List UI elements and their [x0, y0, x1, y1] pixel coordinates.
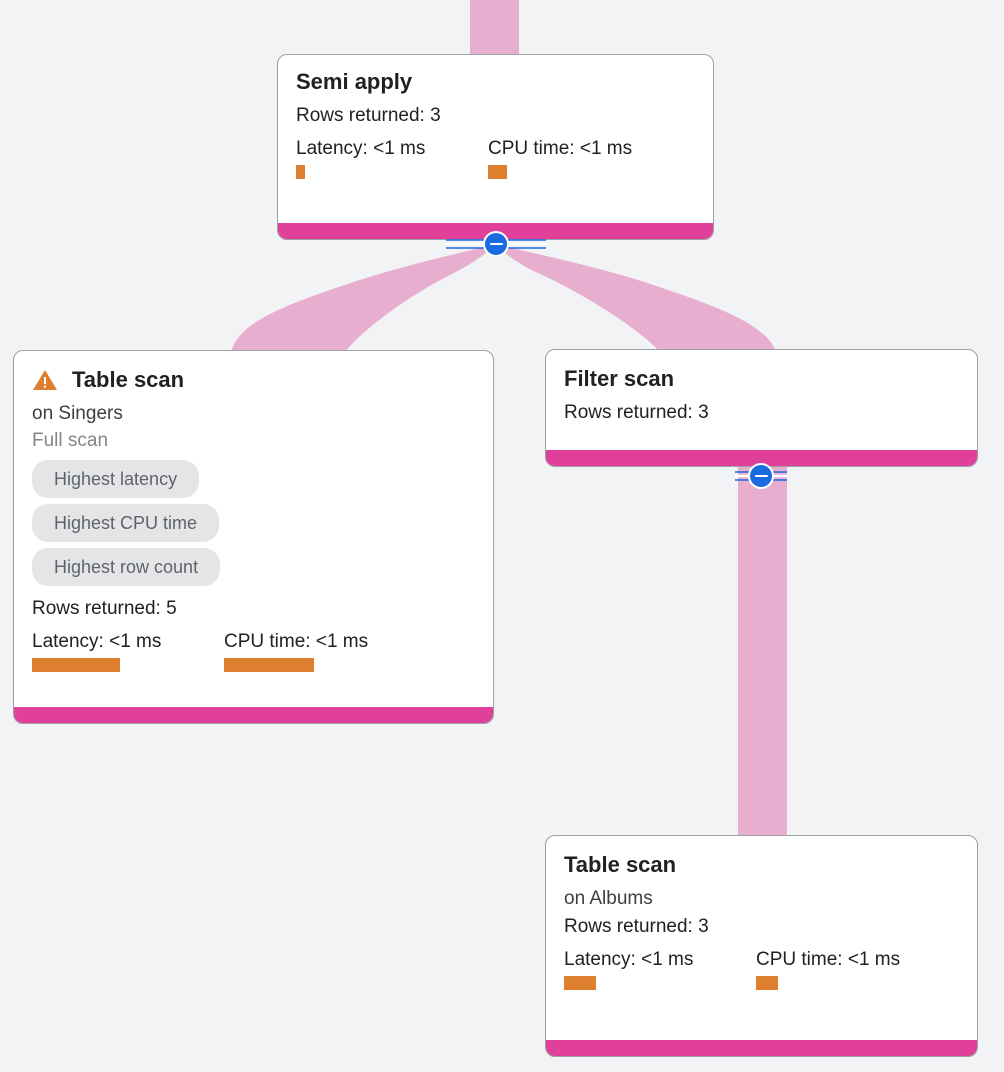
latency-bar: [32, 658, 120, 672]
cpu-label: CPU time: <1 ms: [224, 631, 369, 652]
plan-node-filter-scan[interactable]: Filter scan Rows returned: 3: [545, 349, 978, 467]
node-body: Table scan on Singers Full scan Highest …: [14, 351, 493, 707]
minus-circle-icon[interactable]: [483, 231, 509, 257]
node-body: Filter scan Rows returned: 3: [546, 350, 977, 450]
rows-returned: Rows returned: 3: [296, 105, 441, 126]
node-body: Table scan on Albums Rows returned: 3 La…: [546, 836, 977, 1040]
chip-highest-cpu-time: Highest CPU time: [32, 504, 220, 542]
node-body: Semi apply Rows returned: 3 Latency: <1 …: [278, 55, 713, 223]
plan-node-table-scan-singers[interactable]: Table scan on Singers Full scan Highest …: [13, 350, 494, 724]
node-footer-bar: [546, 450, 977, 466]
scan-type: Full scan: [32, 430, 109, 451]
cpu-label: CPU time: <1 ms: [488, 138, 633, 159]
node-title: Table scan: [72, 367, 185, 392]
rows-returned: Rows returned: 5: [32, 598, 177, 619]
latency-metric: Latency: <1 ms: [564, 948, 756, 990]
rows-returned: Rows returned: 3: [564, 916, 709, 937]
cpu-metric: CPU time: <1 ms: [224, 630, 368, 672]
plan-node-table-scan-albums[interactable]: Table scan on Albums Rows returned: 3 La…: [545, 835, 978, 1057]
metrics: Latency: <1 ms CPU time: <1 ms: [564, 948, 959, 990]
node-header: Filter scan: [564, 366, 959, 392]
cpu-bar: [756, 976, 778, 990]
latency-metric: Latency: <1 ms: [296, 137, 488, 179]
latency-bar: [564, 976, 596, 990]
node-footer-bar: [14, 707, 493, 723]
node-subtitle: on Albums: [564, 888, 653, 909]
node-title: Filter scan: [564, 366, 675, 391]
plan-node-semi-apply[interactable]: Semi apply Rows returned: 3 Latency: <1 …: [277, 54, 714, 240]
edge-semi-apply-to-filter-scan: [496, 244, 776, 352]
metrics: Latency: <1 ms CPU time: <1 ms: [296, 137, 695, 179]
rows-returned: Rows returned: 3: [564, 402, 709, 423]
node-header: Table scan: [564, 852, 959, 878]
metrics: Latency: <1 ms CPU time: <1 ms: [32, 630, 475, 672]
cpu-bar: [224, 658, 314, 672]
edge-root-to-semi-apply: [470, 0, 519, 56]
chip-highest-latency: Highest latency: [32, 460, 200, 498]
latency-label: Latency: <1 ms: [296, 138, 426, 159]
cpu-metric: CPU time: <1 ms: [488, 137, 632, 179]
collapse-control-semi-apply[interactable]: [446, 229, 546, 259]
cpu-metric: CPU time: <1 ms: [756, 948, 900, 990]
latency-metric: Latency: <1 ms: [32, 630, 224, 672]
collapse-control-filter-scan[interactable]: [711, 461, 811, 491]
latency-label: Latency: <1 ms: [564, 949, 694, 970]
node-title: Table scan: [564, 852, 677, 877]
cpu-bar: [488, 165, 507, 179]
warning-triangle-icon: [32, 368, 58, 392]
node-header: Semi apply: [296, 69, 695, 95]
latency-label: Latency: <1 ms: [32, 631, 162, 652]
chip-highest-row-count: Highest row count: [32, 548, 221, 586]
latency-bar: [296, 165, 305, 179]
node-subtitle: on Singers: [32, 403, 123, 424]
edge-semi-apply-to-table-scan-singers: [231, 244, 496, 352]
node-title: Semi apply: [296, 69, 413, 94]
edge-filter-scan-to-table-scan-albums: [738, 467, 787, 839]
chip-list: Highest latency Highest CPU time Highest…: [32, 460, 475, 592]
cpu-label: CPU time: <1 ms: [756, 949, 901, 970]
minus-circle-icon[interactable]: [748, 463, 774, 489]
node-footer-bar: [546, 1040, 977, 1056]
node-header: Table scan: [32, 367, 475, 393]
